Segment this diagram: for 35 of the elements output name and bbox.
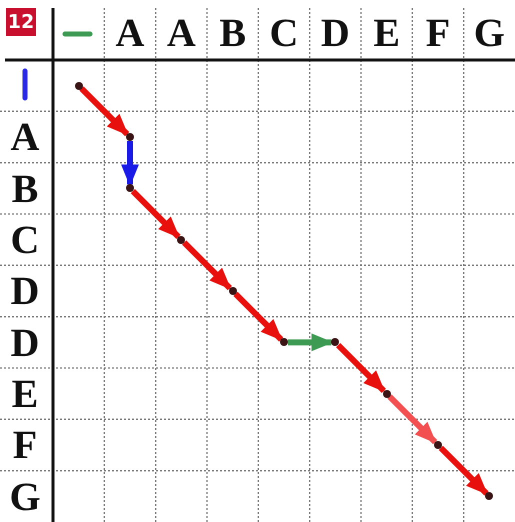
column-header-letter: E (372, 13, 401, 53)
row-header-letter: F (12, 425, 38, 466)
arrow (438, 446, 489, 496)
column-header-letter: C (268, 13, 300, 53)
row-header-letter: B (10, 168, 40, 209)
column-header-letter: A (166, 13, 197, 53)
figure-number: 12 (6, 8, 36, 36)
column-header-letter: F (424, 13, 452, 53)
column-header-letter: D (320, 13, 351, 53)
path-point (177, 236, 186, 244)
arrow (288, 333, 334, 352)
arrow (121, 141, 139, 186)
row-header-letter: A (10, 117, 40, 158)
path-point (331, 338, 340, 346)
path-point (126, 184, 134, 192)
path-point (126, 133, 134, 141)
row-header-letter: D (10, 271, 40, 312)
arrow (233, 292, 284, 342)
column-header-letter: B (218, 13, 247, 53)
row-header-letter: G (8, 476, 42, 517)
path-point (280, 338, 288, 346)
arrow (130, 189, 181, 239)
row-header-letter: C (10, 220, 40, 260)
column-header-letter: G (472, 13, 506, 53)
path-point (74, 82, 83, 90)
row-header-letter: E (10, 374, 40, 414)
path-point (382, 390, 391, 398)
column-header-letter: A (114, 13, 146, 53)
row-header-letter: D (10, 322, 40, 363)
path-point (434, 441, 442, 449)
arrow (336, 343, 386, 393)
path-point (228, 287, 237, 295)
arrow (387, 394, 438, 444)
path-point (485, 492, 494, 500)
arrow (182, 240, 232, 290)
